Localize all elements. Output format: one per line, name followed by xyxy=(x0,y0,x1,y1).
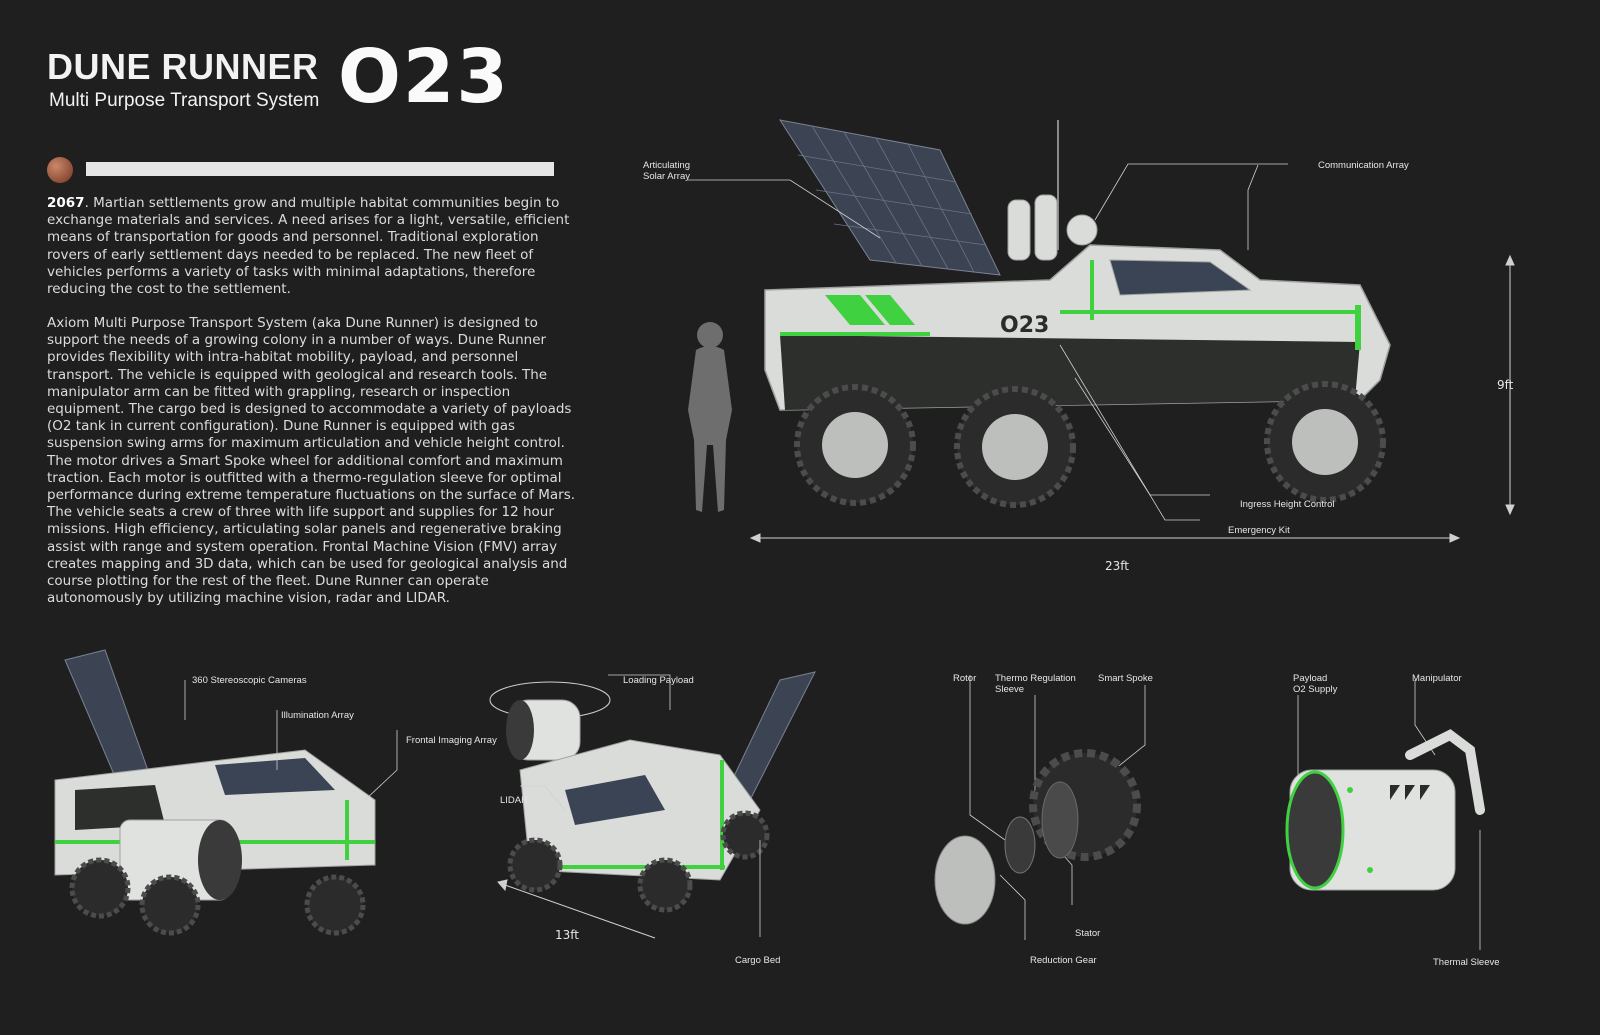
intro-paragraph-1: 2067. Martian settlements grow and multi… xyxy=(47,195,577,298)
label-stator: Stator xyxy=(1075,928,1101,939)
label-smart-spoke: Smart Spoke xyxy=(1098,673,1153,684)
label-frontal-imaging-array: Frontal Imaging Array xyxy=(406,735,497,746)
green-accent-stripes xyxy=(780,260,1361,350)
dimension-width: 13ft xyxy=(555,928,579,942)
label-reduction-gear: Reduction Gear xyxy=(1030,955,1097,966)
page-subtitle: Multi Purpose Transport System xyxy=(49,90,320,111)
label-stereoscopic-cameras: 360 Stereoscopic Cameras xyxy=(192,675,307,686)
label-ingress-height: Ingress Height Control xyxy=(1240,499,1335,510)
header-divider-bar xyxy=(86,162,554,176)
solar-array-panel xyxy=(778,119,1001,276)
vehicle-side-marking: O23 xyxy=(1000,313,1049,338)
label-thermal-sleeve: Thermal Sleeve xyxy=(1433,957,1500,968)
intro-year: 2067 xyxy=(47,195,85,211)
mars-planet-icon xyxy=(47,157,73,183)
side-view-illustration: O23 xyxy=(688,119,1515,543)
label-lidar: LIDAR xyxy=(500,795,528,806)
side-view-wheels xyxy=(794,381,1386,508)
dimension-height: 9ft xyxy=(1497,378,1514,392)
page-title: DUNE RUNNER xyxy=(47,46,319,87)
label-communication-array: Communication Array xyxy=(1318,160,1409,171)
intro-paragraph-2: Axiom Multi Purpose Transport System (ak… xyxy=(47,315,576,607)
label-loading-payload: Loading Payload xyxy=(623,675,694,686)
label-manipulator: Manipulator xyxy=(1412,673,1462,684)
label-emergency-kit: Emergency Kit xyxy=(1228,525,1290,536)
rear-view-illustration xyxy=(54,649,398,936)
human-scale-silhouette xyxy=(688,322,732,512)
label-payload-o2: Payload O2 Supply xyxy=(1293,673,1338,695)
label-thermo-regulation-sleeve: Thermo Regulation Sleeve xyxy=(995,673,1076,695)
label-illumination-array: Illumination Array xyxy=(281,710,354,721)
model-number: O23 xyxy=(338,34,510,120)
label-cargo-bed: Cargo Bed xyxy=(735,955,781,966)
dimension-length: 23ft xyxy=(1105,559,1129,573)
front-view-illustration xyxy=(489,671,816,939)
motor-exploded-illustration xyxy=(934,675,1146,940)
label-solar-array: Articulating Solar Array xyxy=(643,160,690,182)
label-rotor: Rotor xyxy=(953,673,977,684)
intro-paragraph-1-text: . Martian settlements grow and multiple … xyxy=(47,195,570,298)
payload-illustration xyxy=(1285,680,1485,950)
